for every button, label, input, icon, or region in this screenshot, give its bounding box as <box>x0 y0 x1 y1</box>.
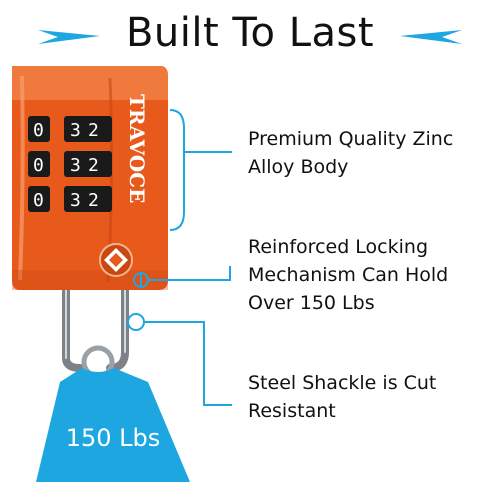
dial-digit: 2 <box>88 120 99 141</box>
callout-line <box>144 321 232 406</box>
lock-body <box>12 66 168 290</box>
page-title: Built To Last <box>125 10 375 56</box>
dial-digit: 3 <box>70 120 81 141</box>
feature-zinc-body: Premium Quality Zinc Alloy Body <box>248 128 454 178</box>
weight-label: 150 Lbs <box>65 424 161 452</box>
feature-locking-mechanism: Reinforced Locking Mechanism Can Hold Ov… <box>248 236 449 314</box>
dial-digit: 2 <box>88 190 99 211</box>
dial-digit[interactable]: 0 <box>33 155 44 176</box>
dial-digit: 3 <box>70 155 81 176</box>
left-arrow-icon <box>38 30 100 44</box>
callout-marker <box>127 313 145 331</box>
combination-dials: 0 0 0 3 2 3 2 3 2 <box>28 116 112 212</box>
callout-bracket <box>169 109 185 231</box>
tsa-logo-icon <box>99 243 133 277</box>
callout-line <box>148 266 231 281</box>
feature-steel-shackle: Steel Shackle is Cut Resistant <box>248 372 437 422</box>
weight-icon <box>36 368 190 482</box>
brand-text: TRAVOCE <box>125 94 149 203</box>
right-arrow-icon <box>400 30 462 44</box>
dial-digit: 3 <box>70 190 81 211</box>
dial-digit: 2 <box>88 155 99 176</box>
dial-digit[interactable]: 0 <box>33 120 44 141</box>
dial-digit[interactable]: 0 <box>33 190 44 211</box>
